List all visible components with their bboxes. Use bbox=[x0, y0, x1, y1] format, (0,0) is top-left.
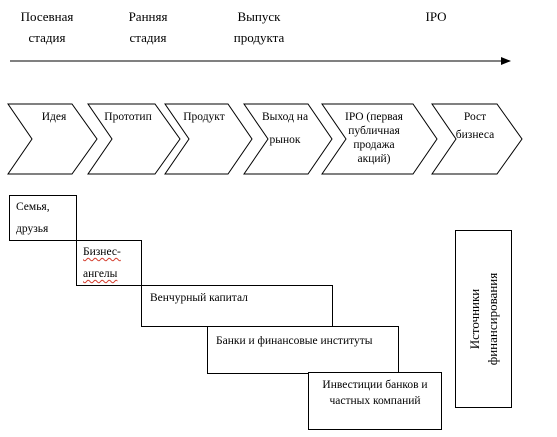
step-label-line: Прототип bbox=[104, 111, 152, 123]
funding-label-line: Венчурный капитал bbox=[150, 292, 248, 304]
funding-label-line: ангелы bbox=[83, 268, 118, 280]
funding-label-line: друзья bbox=[16, 223, 49, 235]
step-label-line: продажа bbox=[353, 139, 395, 151]
step-label-line: рынок bbox=[269, 134, 301, 146]
stage-label-seed: Посевная стадия bbox=[14, 6, 80, 48]
funding-label-line: Бизнес- bbox=[83, 246, 121, 258]
funding-family-friends: Семья, друзья bbox=[9, 195, 77, 241]
stage-label-line: Ранняя bbox=[128, 9, 168, 24]
step-label-line: Рост bbox=[463, 111, 487, 123]
step-label-prototype: Прототип bbox=[92, 110, 164, 124]
step-label-line: бизнеса bbox=[455, 129, 495, 141]
stage-label-line: IPO bbox=[425, 9, 447, 24]
step-label-line: Выход на bbox=[261, 111, 309, 123]
funding-label-line: Банки и финансовые институты bbox=[216, 335, 373, 347]
financing-sources-line: Источники bbox=[466, 288, 482, 350]
stage-label-line: стадия bbox=[28, 30, 66, 45]
step-label-ipo: IPO (первая публичная продажа акций) bbox=[330, 110, 418, 166]
stage-label-line: Посевная bbox=[20, 9, 74, 24]
financing-sources-line: финансирования bbox=[484, 272, 500, 366]
chevron-product bbox=[164, 103, 253, 175]
step-label-product: Продукт bbox=[170, 110, 238, 124]
stage-label-early: Ранняя стадия bbox=[116, 6, 180, 48]
stage-label-line: продукта bbox=[233, 30, 285, 45]
financing-sources-label: Источники финансирования bbox=[466, 273, 502, 365]
step-label-market-entry: Выход на рынок bbox=[254, 110, 316, 147]
chevron-market-entry bbox=[243, 103, 333, 175]
funding-label-line: Инвестиции банков и bbox=[322, 379, 428, 391]
stage-label-product-release: Выпуск продукта bbox=[224, 6, 294, 48]
step-label-line: публичная bbox=[348, 125, 400, 137]
funding-banks-institutions: Банки и финансовые институты bbox=[207, 326, 399, 374]
funding-label-line: Семья, bbox=[16, 201, 50, 213]
step-label-line: акций) bbox=[357, 153, 391, 165]
chevron-idea bbox=[7, 103, 98, 175]
chevron-ipo bbox=[321, 103, 438, 175]
financing-sources-box: Источники финансирования bbox=[455, 230, 512, 408]
funding-venture-capital: Венчурный капитал bbox=[141, 285, 333, 327]
funding-label-line: частных компаний bbox=[329, 395, 421, 407]
chevron-business-growth bbox=[431, 103, 523, 175]
step-label-idea: Идея bbox=[24, 110, 84, 124]
stage-label-line: Выпуск bbox=[237, 9, 281, 24]
step-label-line: Продукт bbox=[183, 111, 225, 123]
step-label-business-growth: Рост бизнеса bbox=[444, 110, 506, 142]
step-label-line: IPO (первая bbox=[345, 111, 403, 123]
chevron-prototype bbox=[87, 103, 181, 175]
funding-business-angels: Бизнес- ангелы bbox=[76, 240, 142, 286]
step-label-line: Идея bbox=[41, 111, 67, 123]
funding-bank-company-investments: Инвестиции банков и частных компаний bbox=[308, 372, 442, 430]
stage-label-ipo: IPO bbox=[412, 6, 460, 27]
stage-label-line: стадия bbox=[129, 30, 167, 45]
